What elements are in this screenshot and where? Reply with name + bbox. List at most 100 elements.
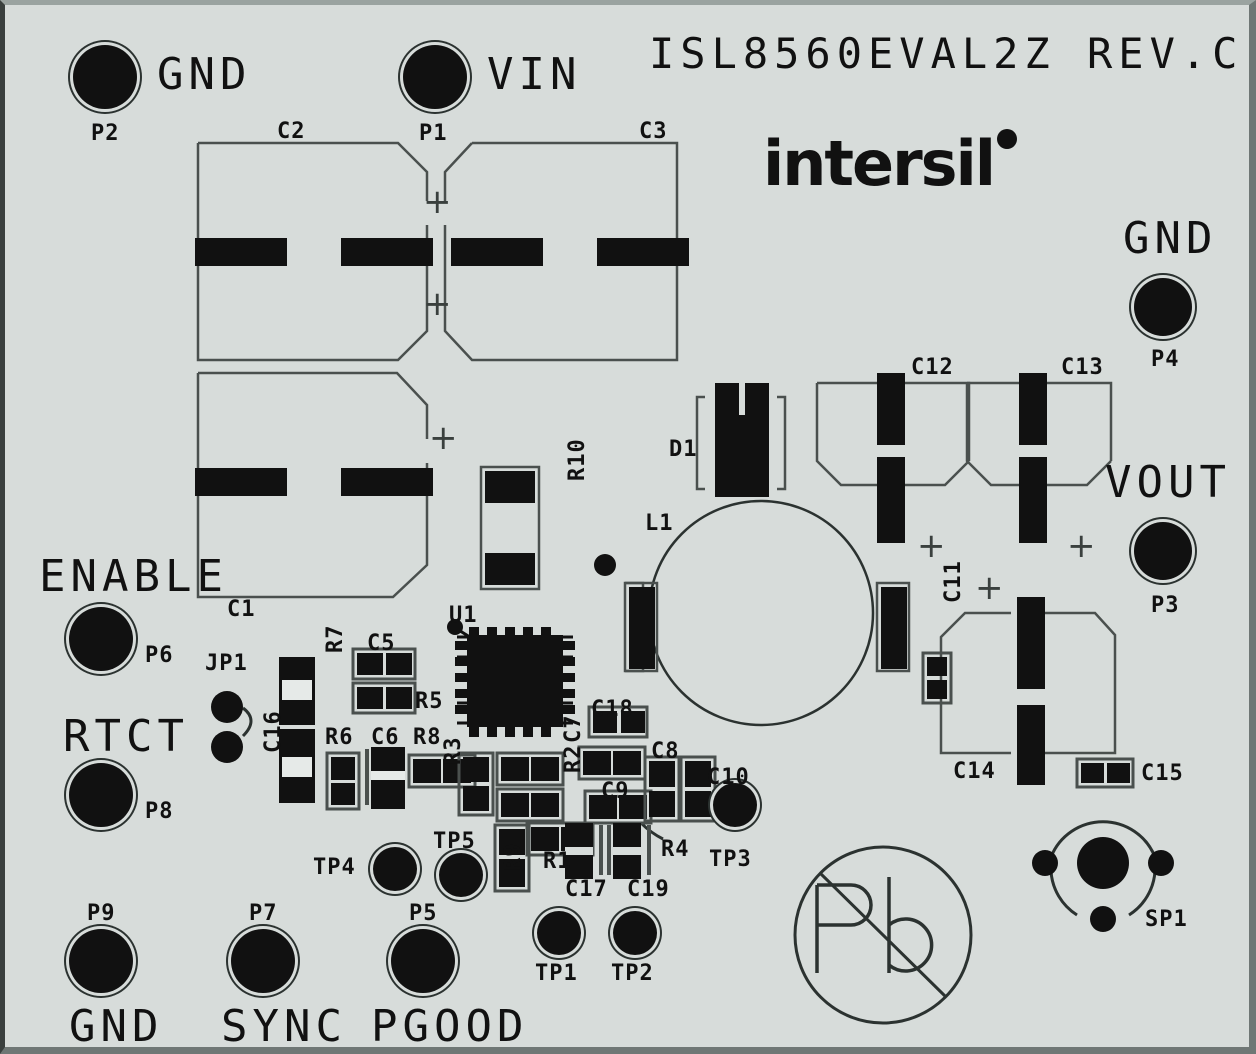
c3-chamfer-tl: [443, 142, 473, 201]
sp1-pad-right: [1148, 850, 1174, 876]
pin-label-P5: P5: [409, 901, 438, 926]
c14-pad-top: [1017, 597, 1045, 689]
testpoint-TP5[interactable]: [439, 853, 483, 897]
intersil-logo-dot: [997, 129, 1017, 149]
d1-pin1: [715, 383, 739, 415]
pin-P4[interactable]: [1134, 278, 1192, 336]
r5: [351, 681, 417, 715]
designator-C19: C19: [627, 877, 670, 902]
pin-label-P3: P3: [1151, 593, 1180, 618]
designator-R9: R9: [501, 842, 526, 872]
polarity-c1-plus: +: [429, 418, 458, 458]
pin-label-P6: P6: [145, 643, 174, 668]
designator-R6: R6: [325, 725, 354, 750]
pb-free-circle: [793, 845, 973, 1025]
testpoint-label-TP1: TP1: [535, 961, 578, 986]
sp1-center-pad: [1077, 837, 1129, 889]
c2-outline-bottom: [196, 267, 429, 362]
c14-left: [939, 611, 1011, 755]
pin-P5[interactable]: [391, 929, 455, 993]
c14-right: [1033, 611, 1117, 755]
designator-C5: C5: [367, 631, 396, 656]
sp1-pad-bottom: [1090, 906, 1116, 932]
designator-JP1: JP1: [205, 651, 248, 676]
c2-outline-top: [198, 141, 429, 201]
designator-C16: C16: [261, 710, 286, 753]
c2-pad-l: [195, 238, 287, 266]
c1-outline-bottom: [196, 373, 429, 599]
pin-P1[interactable]: [403, 45, 467, 109]
pin-P6[interactable]: [69, 607, 133, 671]
designator-R1: R1: [543, 849, 572, 874]
testpoint-TP1[interactable]: [537, 911, 581, 955]
c3-pad-l: [451, 238, 543, 266]
pin-P3[interactable]: [1134, 522, 1192, 580]
polarity-c13-plus: +: [1067, 526, 1096, 566]
pin-P8[interactable]: [69, 763, 133, 827]
designator-D1: D1: [669, 437, 698, 462]
testpoint-label-TP4: TP4: [313, 855, 356, 880]
designator-C10: C10: [707, 765, 750, 790]
testpoint-label-TP2: TP2: [611, 961, 654, 986]
c14-pad-bot: [1017, 705, 1045, 785]
pin-label-P7: P7: [249, 901, 278, 926]
c13-right-bot: [1045, 460, 1112, 487]
pin-P7[interactable]: [231, 929, 295, 993]
r4-leader: [639, 821, 664, 841]
pb-letter-p: [815, 883, 873, 973]
polarity-c2-c3-plus-top: +: [423, 182, 452, 222]
pb-letter-b: [887, 877, 934, 973]
r6: [325, 751, 361, 811]
net-label-sync: SYNC: [221, 1001, 347, 1052]
designator-R3: R3: [441, 736, 466, 766]
designator-R4: R4: [661, 837, 690, 862]
testpoint-TP2[interactable]: [613, 911, 657, 955]
intersil-logo: intersil: [763, 127, 996, 200]
designator-SP1: SP1: [1145, 907, 1188, 932]
l1-pad-r: [881, 587, 907, 669]
r2: [495, 751, 565, 787]
pin-label-P4: P4: [1151, 347, 1180, 372]
l1-polarity-dot: [594, 554, 616, 576]
net-label-enable: ENABLE: [39, 551, 228, 602]
pin-label-P8: P8: [145, 799, 174, 824]
l1-body-circle: [647, 499, 875, 727]
page-title: ISL8560EVAL2Z REV.C: [649, 29, 1244, 78]
c5: [351, 647, 417, 681]
net-label-rtct: RTCT: [63, 711, 189, 762]
testpoint-TP3[interactable]: [713, 783, 757, 827]
designator-C3: C3: [639, 119, 668, 144]
c8: [643, 755, 681, 823]
r10-outline: [479, 465, 541, 591]
designator-C9: C9: [601, 779, 630, 804]
c13-pad-top: [1019, 373, 1047, 445]
c12-left: [815, 383, 883, 487]
c13-pad-bot: [1019, 457, 1047, 543]
r10-pad-bot: [485, 553, 535, 585]
designator-C6: C6: [371, 725, 400, 750]
c11: [921, 651, 953, 705]
sp1-arc-right: [1128, 870, 1157, 917]
c18: [587, 705, 649, 739]
c3-pad-r: [597, 238, 689, 266]
pin-P9[interactable]: [69, 929, 133, 993]
r2b: [495, 787, 565, 823]
sp1-arc-top: [1049, 820, 1157, 858]
polarity-c12-plus: +: [917, 526, 946, 566]
polarity-c14-plus: +: [975, 568, 1004, 608]
d1-pin2: [745, 383, 769, 415]
testpoint-label-TP3: TP3: [709, 847, 752, 872]
c10: [679, 755, 717, 823]
designator-C7: C7: [561, 714, 586, 744]
c2-pad-r: [341, 238, 433, 266]
pin-P2[interactable]: [73, 45, 137, 109]
net-label-pgood: PGOOD: [371, 1001, 529, 1052]
c1-pad-r: [341, 468, 433, 496]
c12-right-top: [905, 381, 971, 461]
c17: [565, 823, 603, 879]
testpoint-TP4[interactable]: [373, 847, 417, 891]
designator-R7: R7: [323, 624, 348, 654]
designator-C14: C14: [953, 759, 996, 784]
l1-outline-l: [623, 581, 659, 673]
